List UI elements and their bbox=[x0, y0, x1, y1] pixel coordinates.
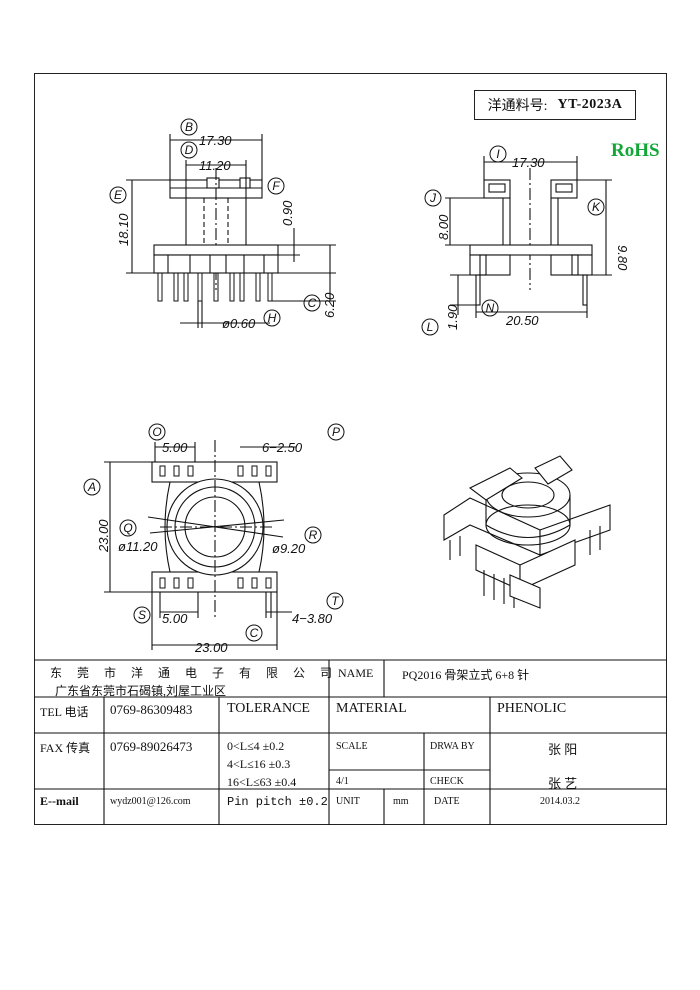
dim-c-side: 6.20 bbox=[322, 292, 337, 318]
tel-value: 0769-86309483 bbox=[110, 702, 193, 717]
part-number: YT-2023A bbox=[557, 97, 623, 112]
name-label: NAME bbox=[338, 666, 374, 680]
balloon-p: P bbox=[332, 425, 340, 439]
dim-k: 9.80 bbox=[615, 245, 630, 271]
date-value: 2014.03.2 bbox=[540, 796, 580, 807]
balloon-e: E bbox=[114, 188, 123, 202]
balloon-j: J bbox=[429, 191, 437, 205]
dimension-values: 17.30 11.20 18.10 0.90 6.20 ø0.60 17.30 … bbox=[96, 133, 630, 655]
side-view bbox=[445, 156, 612, 318]
tolerance-range-3: 16<L≤63 ±0.4 bbox=[227, 775, 297, 789]
dim-i: 17.30 bbox=[512, 155, 545, 170]
dim-n: 20.50 bbox=[505, 313, 539, 328]
material-label: MATERIAL bbox=[336, 701, 407, 716]
name-value: PQ2016 骨架立式 6+8 针 bbox=[402, 668, 530, 682]
dim-c-bottom: 23.00 bbox=[194, 640, 228, 655]
balloon-l: L bbox=[427, 320, 434, 334]
tolerance-pin-pitch: Pin pitch ±0.2 bbox=[227, 795, 328, 809]
dim-s: 5.00 bbox=[162, 611, 188, 626]
rohs-mark: RoHS bbox=[611, 140, 660, 161]
part-number-label: 洋通料号: bbox=[487, 99, 548, 114]
balloon-letters: B D E F C H I J K L N O P A Q R S T C bbox=[87, 120, 601, 640]
email-label: E--mail bbox=[40, 794, 79, 808]
drawing-sheet-border bbox=[34, 73, 667, 825]
check-value: 张 艺 bbox=[548, 776, 578, 791]
balloon-r: R bbox=[309, 528, 318, 542]
part-number-box: 洋通料号: YT-2023A bbox=[474, 90, 636, 120]
dim-p: 6−2.50 bbox=[262, 440, 303, 455]
balloon-s: S bbox=[138, 608, 146, 622]
unit-label: UNIT bbox=[336, 796, 360, 807]
material-value: PHENOLIC bbox=[497, 701, 567, 716]
scale-value: 4/1 bbox=[336, 776, 349, 787]
balloon-q: Q bbox=[123, 521, 132, 535]
dim-q: ø11.20 bbox=[118, 539, 158, 554]
balloon-h: H bbox=[268, 311, 277, 325]
dim-e: 18.10 bbox=[116, 213, 131, 246]
title-block-grid bbox=[34, 659, 667, 825]
drawby-value: 张 阳 bbox=[548, 742, 578, 757]
dim-b: 17.30 bbox=[199, 133, 232, 148]
balloon-f: F bbox=[272, 179, 280, 193]
balloon-c-bottom: C bbox=[250, 626, 259, 640]
dim-o: 5.00 bbox=[162, 440, 188, 455]
balloon-n: N bbox=[486, 301, 495, 315]
balloon-i: I bbox=[496, 147, 500, 161]
fax-label: FAX 传真 bbox=[40, 741, 91, 755]
dim-d: 11.20 bbox=[199, 158, 231, 173]
dim-t: 4−3.80 bbox=[292, 611, 333, 626]
dim-r: ø9.20 bbox=[272, 541, 306, 556]
scale-label: SCALE bbox=[336, 741, 368, 752]
balloon-t: T bbox=[331, 594, 340, 608]
dim-l: 1.90 bbox=[445, 304, 460, 330]
fax-value: 0769-89026473 bbox=[110, 739, 193, 754]
tel-label: TEL 电话 bbox=[40, 705, 89, 719]
balloon-k: K bbox=[592, 200, 601, 214]
dim-f: 0.90 bbox=[280, 200, 295, 226]
isometric-view bbox=[443, 455, 611, 609]
drawby-label: DRWA BY bbox=[430, 741, 475, 752]
dim-h: ø0.60 bbox=[222, 316, 256, 331]
date-label: DATE bbox=[434, 796, 460, 807]
balloon-a: A bbox=[87, 480, 96, 494]
check-label: CHECK bbox=[430, 776, 464, 787]
bottom-view bbox=[104, 440, 296, 650]
balloon-c-side: C bbox=[308, 296, 317, 310]
balloon-o: O bbox=[152, 425, 161, 439]
tolerance-range-1: 0<L≤4 ±0.2 bbox=[227, 739, 285, 753]
dim-a: 23.00 bbox=[96, 519, 111, 553]
company-address: 广东省东莞市石碣镇,刘屋工业区 bbox=[55, 684, 227, 698]
company-name: 东 莞 市 洋 通 电 子 有 限 公 司 bbox=[50, 666, 339, 680]
email-value: wydz001@126.com bbox=[110, 796, 191, 807]
tolerance-range-2: 4<L≤16 ±0.3 bbox=[227, 757, 291, 771]
unit-value: mm bbox=[393, 796, 409, 807]
balloon-b: B bbox=[185, 120, 193, 134]
dim-j: 8.00 bbox=[436, 214, 451, 240]
balloon-d: D bbox=[185, 143, 194, 157]
tolerance-label: TOLERANCE bbox=[227, 701, 310, 716]
balloon-circles bbox=[83, 118, 605, 642]
front-view bbox=[126, 134, 336, 328]
